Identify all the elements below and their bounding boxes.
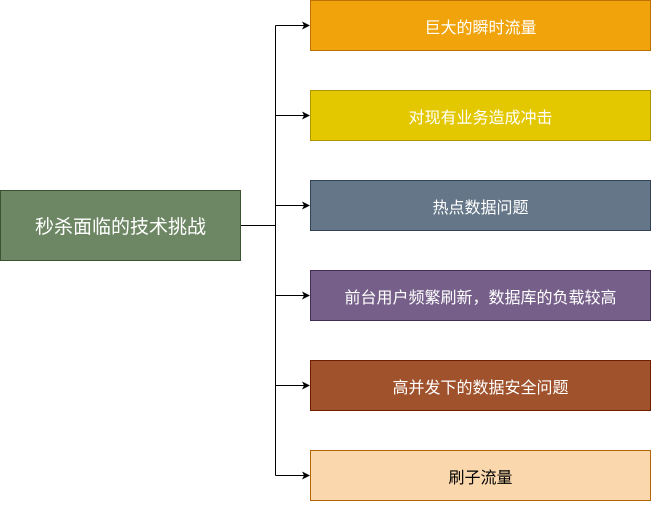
challenge-node-business-impact: 对现有业务造成冲击 [310,90,651,141]
root-node-technical-challenges: 秒杀面临的技术挑战 [0,190,241,261]
challenge-node-bot-traffic: 刷子流量 [310,450,651,501]
challenge-label: 高并发下的数据安全问题 [392,377,569,397]
challenge-node-huge-instant-traffic: 巨大的瞬时流量 [310,0,651,51]
challenge-label: 热点数据问题 [432,197,529,217]
challenge-node-concurrency-data-safety: 高并发下的数据安全问题 [310,360,651,411]
root-node-label: 秒杀面临的技术挑战 [34,216,206,238]
challenge-label: 前台用户频繁刷新，数据库的负载较高 [344,287,617,307]
challenge-node-frequent-refresh-db-load: 前台用户频繁刷新，数据库的负载较高 [310,270,651,321]
challenge-label: 对现有业务造成冲击 [408,107,553,127]
challenge-label: 刷子流量 [448,467,513,487]
challenge-node-hotspot-data: 热点数据问题 [310,180,651,231]
challenge-label: 巨大的瞬时流量 [424,17,537,37]
